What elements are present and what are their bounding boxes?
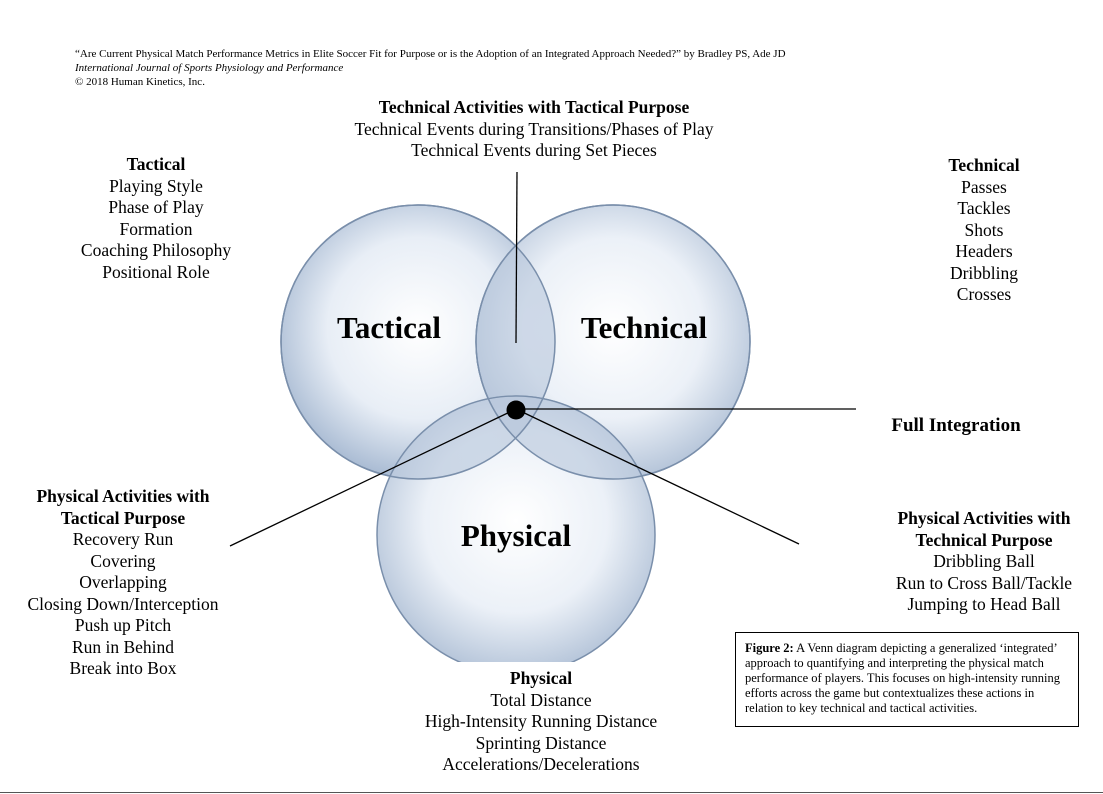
phys-tactical-item: Closing Down/Interception	[27, 593, 219, 614]
caption-label: Figure 2:	[745, 641, 794, 655]
technical-physical-overlap	[476, 395, 656, 479]
phys-technical-item: Run to Cross Ball/Tackle	[895, 572, 1073, 593]
venn-circles	[280, 204, 751, 675]
physical-circle-label: Physical	[461, 518, 572, 553]
tactical-block: Tactical Playing Style Phase of Play For…	[56, 154, 256, 283]
technical-heading: Technical	[948, 155, 1020, 175]
phys-technical-block: Physical Activities with Technical Purpo…	[868, 508, 1100, 616]
bottom-rule	[0, 792, 1103, 793]
physical-item: High-Intensity Running Distance	[424, 711, 658, 731]
technical-item: Shots	[964, 219, 1004, 240]
tactical-circle-label: Tactical	[337, 310, 441, 345]
tactical-item: Playing Style	[109, 175, 203, 196]
technical-item: Dribbling	[949, 262, 1019, 283]
phys-tactical-item: Overlapping	[79, 572, 167, 592]
full-integration-block: Full Integration	[870, 415, 1042, 437]
technical-item: Tackles	[957, 198, 1011, 218]
phys-technical-connector	[515, 408, 800, 545]
phys-tactical-item: Push up Pitch	[74, 615, 172, 635]
caption-text: A Venn diagram depicting a generalized ‘…	[745, 641, 1060, 715]
phys-technical-heading-line-1: Physical Activities with	[897, 508, 1071, 528]
tech-tactical-item: Technical Events during Set Pieces	[411, 140, 657, 160]
citation: “Are Current Physical Match Performance …	[75, 47, 786, 89]
figure-caption: Figure 2: A Venn diagram depicting a gen…	[735, 632, 1079, 727]
phys-tactical-item: Covering	[90, 550, 156, 571]
physical-heading: Physical	[509, 668, 573, 688]
citation-copyright: © 2018 Human Kinetics, Inc.	[75, 76, 205, 88]
phys-tactical-block: Physical Activities with Tactical Purpos…	[8, 486, 238, 680]
physical-item: Accelerations/Decelerations	[442, 754, 640, 774]
phys-tactical-item: Recovery Run	[72, 529, 174, 549]
full-integration-point	[506, 400, 526, 420]
tactical-item: Phase of Play	[108, 197, 204, 217]
technical-item: Crosses	[956, 284, 1012, 304]
tactical-item: Formation	[119, 218, 193, 239]
phys-technical-item: Dribbling Ball	[933, 551, 1035, 571]
technical-block: Technical Passes Tackles Shots Headers D…	[904, 155, 1064, 306]
physical-item: Total Distance	[490, 689, 592, 710]
tactical-heading: Tactical	[126, 154, 186, 174]
tech-tactical-block: Technical Activities with Tactical Purpo…	[318, 97, 750, 162]
citation-line-1: “Are Current Physical Match Performance …	[75, 48, 786, 60]
tech-tactical-item: Technical Events during Transitions/Phas…	[354, 118, 714, 139]
technical-item: Passes	[961, 176, 1007, 197]
phys-tactical-item: Run in Behind	[71, 636, 175, 657]
phys-tactical-item: Break into Box	[69, 658, 177, 678]
technical-item: Headers	[955, 241, 1013, 261]
technical-circle-label: Technical	[581, 310, 708, 345]
phys-tactical-heading-line-1: Physical Activities with	[36, 486, 210, 506]
physical-item: Sprinting Distance	[475, 732, 607, 753]
physical-block: Physical Total Distance High-Intensity R…	[400, 668, 682, 776]
tactical-item: Coaching Philosophy	[80, 240, 232, 260]
phys-tactical-heading-line-2: Tactical Purpose	[60, 507, 186, 528]
tech-tactical-connector	[515, 171, 518, 344]
tactical-item: Positional Role	[102, 261, 210, 282]
tech-tactical-heading: Technical Activities with Tactical Purpo…	[378, 97, 690, 117]
full-integration-label: Full Integration	[891, 415, 1021, 436]
phys-tactical-connector	[229, 408, 517, 547]
citation-journal: International Journal of Sports Physiolo…	[75, 62, 344, 74]
phys-technical-heading-line-2: Technical Purpose	[915, 529, 1053, 550]
phys-technical-item: Jumping to Head Ball	[907, 594, 1061, 614]
